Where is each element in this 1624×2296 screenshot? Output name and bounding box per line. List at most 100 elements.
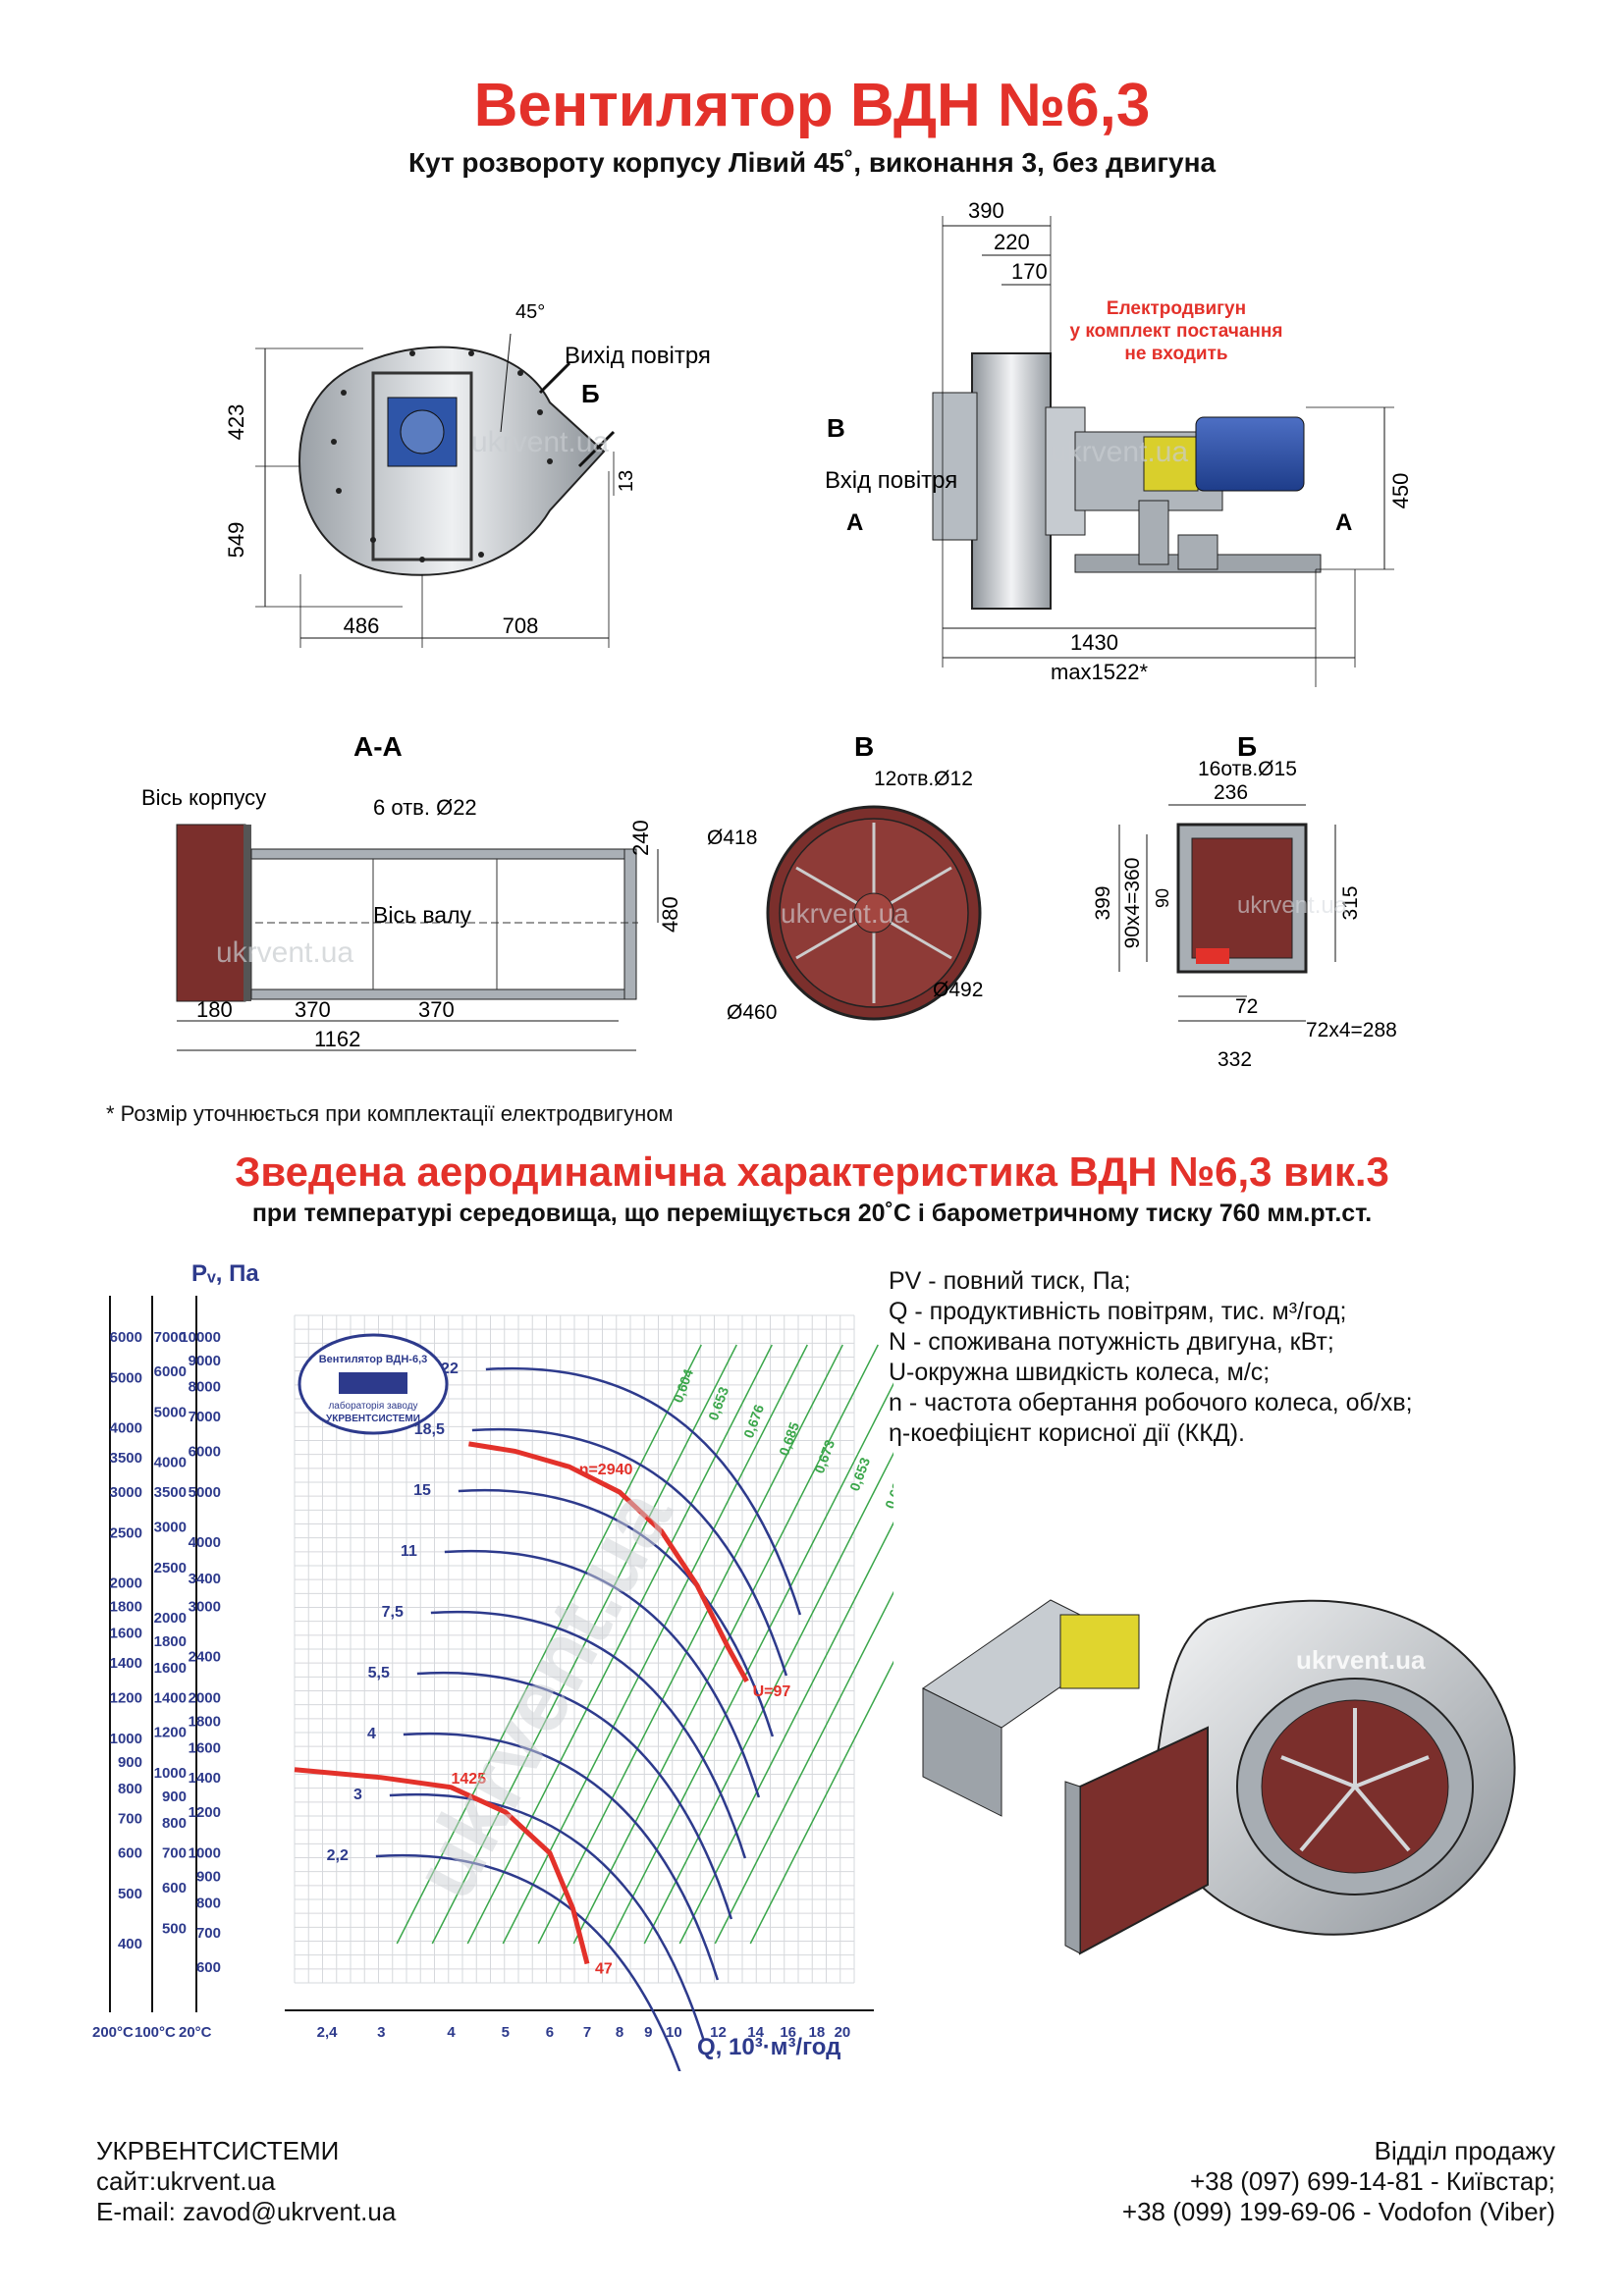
efficiency-line xyxy=(537,1344,843,1945)
chart-legend: PV - повний тиск, Па; Q - продуктивність… xyxy=(889,1266,1413,1449)
y-tick-label: 1800 xyxy=(110,1599,142,1616)
angle-label: 45° xyxy=(515,301,545,323)
svg-text:ukrvent.ua: ukrvent.ua xyxy=(1237,892,1348,919)
svg-text:Б: Б xyxy=(1237,731,1257,762)
page-title: Вентилятор ВДН №6,3 xyxy=(473,72,1151,139)
y-tick-label: 7000 xyxy=(189,1409,221,1425)
svg-text:Ø460: Ø460 xyxy=(727,1001,777,1024)
y-tick-label: 2000 xyxy=(110,1575,142,1592)
y-axis-label: Pᵥ, Па xyxy=(191,1260,259,1287)
y-tick-label: 700 xyxy=(118,1810,142,1827)
y-tick-label: 3000 xyxy=(189,1599,221,1616)
svg-text:480: 480 xyxy=(658,896,677,933)
section-subtitle: при температурі середовища, що переміщує… xyxy=(251,1200,1373,1227)
emblem-fan-icon xyxy=(339,1372,407,1394)
y-tick-label: 3000 xyxy=(110,1484,142,1501)
svg-text:Електродвигун: Електродвигун xyxy=(1107,298,1246,319)
y-tick-label: 2500 xyxy=(110,1525,142,1542)
svg-text:549: 549 xyxy=(226,522,248,559)
legend-item: Q - продуктивність повітрям, тис. м³/год… xyxy=(889,1298,1347,1325)
x-tick-label: 3 xyxy=(377,2024,385,2041)
phone-kyivstar[interactable]: +38 (097) 699-14-81 - Київстар; xyxy=(1189,2166,1555,2196)
y-tick-label: 800 xyxy=(118,1781,142,1797)
y-tick-label: 600 xyxy=(162,1880,187,1896)
y-tick-label: 500 xyxy=(118,1886,142,1902)
x-tick-label: 7 xyxy=(583,2024,591,2041)
svg-text:12отв.Ø12: 12отв.Ø12 xyxy=(874,768,973,790)
y-tick-label: 800 xyxy=(162,1815,187,1832)
y-tick-label: 900 xyxy=(118,1754,142,1771)
power-curve xyxy=(485,1366,802,1616)
y-tick-label: 8000 xyxy=(189,1379,221,1396)
svg-text:90x4=360: 90x4=360 xyxy=(1121,858,1144,949)
y-tick-label: 1200 xyxy=(154,1725,187,1741)
svg-text:Вхід повітря: Вхід повітря xyxy=(825,467,957,494)
svg-text:390: 390 xyxy=(968,198,1004,223)
svg-text:90: 90 xyxy=(1153,888,1172,908)
y-tick-label: 2500 xyxy=(154,1560,187,1576)
svg-text:423: 423 xyxy=(226,404,248,441)
rpm-label: 1425 xyxy=(452,1771,487,1788)
x-tick-label: 18 xyxy=(808,2024,825,2041)
svg-text:450: 450 xyxy=(1388,473,1413,509)
speed-label: U=97 xyxy=(753,1683,791,1700)
y-tick-label: 7000 xyxy=(154,1329,187,1346)
section-v: В 12отв.Ø12 Ø418 Ø460 Ø492 ukrvent.ua xyxy=(707,731,983,1024)
section-title: Зведена аеродинамічна характеристика ВДН… xyxy=(235,1148,1389,1195)
svg-text:А-А: А-А xyxy=(353,731,403,762)
power-curve-label: 15 xyxy=(413,1482,431,1499)
emblem-mid: лабораторія заводу xyxy=(328,1400,417,1412)
y-tick-label: 1600 xyxy=(110,1626,142,1642)
y-tick-label: 6000 xyxy=(110,1329,142,1346)
svg-text:315: 315 xyxy=(1339,885,1362,920)
power-curve-label: 18,5 xyxy=(414,1421,445,1438)
y-tick-label: 1800 xyxy=(189,1713,221,1730)
y-tick-label: 500 xyxy=(162,1920,187,1937)
efficiency-line xyxy=(643,1452,893,1945)
email-link[interactable]: E-mail: zavod@ukrvent.ua xyxy=(96,2197,397,2226)
b-mark: Б xyxy=(581,379,600,408)
y-tick-label: 4000 xyxy=(110,1419,142,1436)
company-name: УКРВЕНТСИСТЕМИ xyxy=(96,2136,340,2165)
temp-label: 100°С xyxy=(135,2024,176,2041)
svg-text:486: 486 xyxy=(344,614,380,638)
y-tick-label: 6000 xyxy=(154,1363,187,1380)
y-tick-label: 900 xyxy=(162,1789,187,1805)
power-curve-label: 3 xyxy=(353,1787,362,1803)
x-tick-label: 14 xyxy=(747,2024,764,2041)
power-curve-label: 2,2 xyxy=(327,1847,349,1864)
svg-text:Ø492: Ø492 xyxy=(933,979,983,1001)
y-tick-label: 1800 xyxy=(154,1633,187,1650)
efficiency-label: 0,628 xyxy=(882,1472,893,1511)
x-tick-label: 4 xyxy=(447,2024,456,2041)
phone-vodafone[interactable]: +38 (099) 199-69-06 - Vodofon (Viber) xyxy=(1121,2197,1555,2226)
svg-text:6 отв. Ø22: 6 отв. Ø22 xyxy=(373,795,477,820)
legend-item: N - споживана потужність двигуна, кВт; xyxy=(889,1328,1334,1356)
power-curve xyxy=(444,1549,761,1798)
x-tick-label: 20 xyxy=(835,2024,851,2041)
svg-text:180: 180 xyxy=(196,997,233,1022)
rpm-label: n=2940 xyxy=(579,1462,633,1478)
y-tick-label: 1200 xyxy=(110,1689,142,1706)
y-tick-label: 1400 xyxy=(154,1689,187,1706)
y-tick-label: 2400 xyxy=(189,1649,221,1666)
power-curve xyxy=(416,1671,733,1920)
emblem-top: Вентилятор ВДН-6,3 xyxy=(319,1354,428,1365)
y-tick-label: 2000 xyxy=(189,1689,221,1706)
speed-label: 47 xyxy=(595,1960,613,1977)
y-tick-label: 600 xyxy=(118,1845,142,1862)
x-tick-label: 10 xyxy=(666,2024,682,2041)
fan-3d-render: ukrvent.ua xyxy=(922,1599,1516,1955)
y-tick-label: 4000 xyxy=(189,1534,221,1551)
legend-item: η-коефіцієнт корисної дії (ККД). xyxy=(889,1419,1245,1447)
y-tick-label: 3000 xyxy=(154,1519,187,1535)
y-tick-label: 700 xyxy=(196,1925,221,1942)
svg-text:ukrvent.ua: ukrvent.ua xyxy=(471,426,609,458)
svg-text:399: 399 xyxy=(1092,885,1114,920)
site-link[interactable]: сайт:ukrvent.ua xyxy=(96,2166,276,2196)
svg-text:А: А xyxy=(1335,509,1352,536)
x-tick-label: 5 xyxy=(502,2024,510,2041)
y-tick-label: 9000 xyxy=(189,1353,221,1369)
side-view-drawing: 390 220 170 450 1430 max1522* Електродви… xyxy=(825,198,1413,687)
